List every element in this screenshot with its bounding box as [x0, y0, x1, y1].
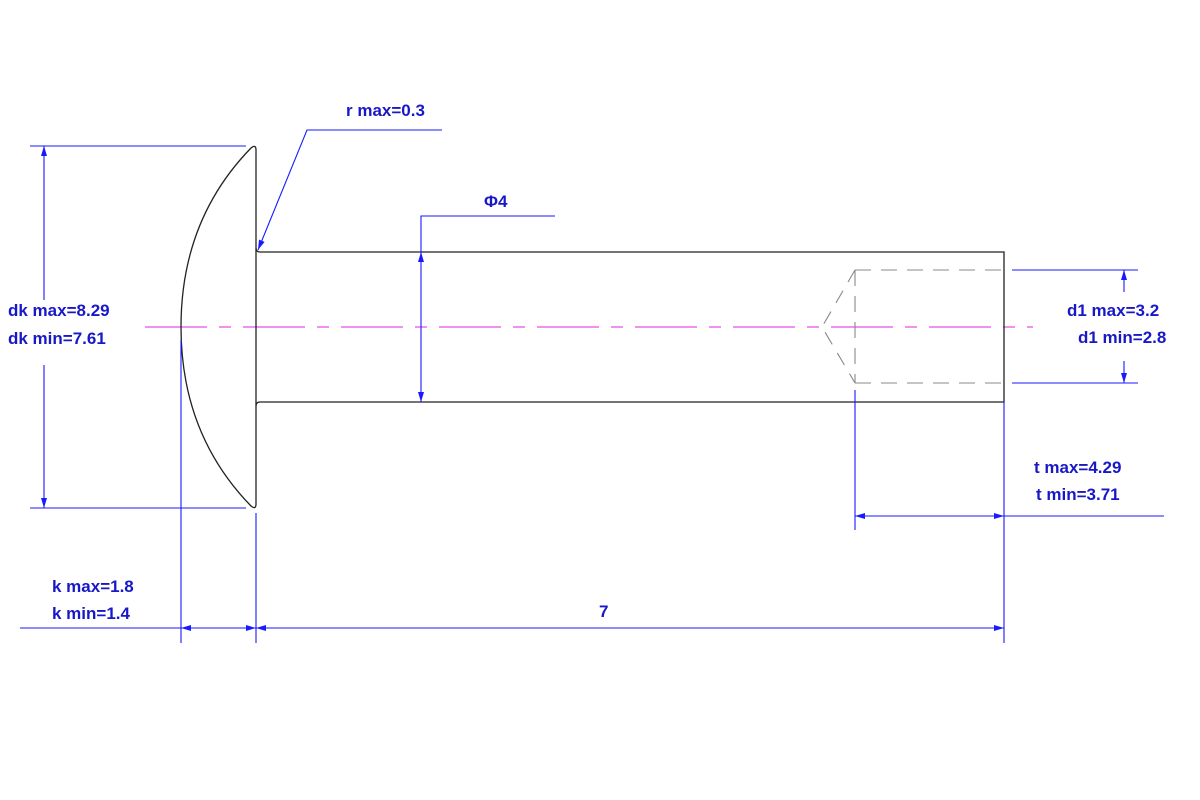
dk-min-label: dk min=7.61: [8, 329, 106, 348]
diameter-dimension: Φ4: [418, 192, 555, 402]
d1-dimension: d1 max=3.2 d1 min=2.8: [1012, 269, 1166, 384]
rivet-shank: [255, 247, 1005, 407]
d1-min-label: d1 min=2.8: [1078, 328, 1166, 347]
r-label: r max=0.3: [346, 101, 425, 120]
hidden-hole: [821, 269, 1004, 384]
k-min-label: k min=1.4: [52, 604, 131, 623]
t-min-label: t min=3.71: [1036, 485, 1120, 504]
rivet-head: [180, 145, 257, 509]
t-dimension: t max=4.29 t min=3.71: [854, 390, 1164, 643]
rivet-outline: [180, 145, 1005, 509]
k-dimension: k max=1.8 k min=1.4: [20, 340, 257, 643]
length-dimension: 7: [256, 602, 1004, 631]
length-label: 7: [599, 602, 608, 621]
k-max-label: k max=1.8: [52, 577, 134, 596]
t-max-label: t max=4.29: [1034, 458, 1121, 477]
d1-max-label: d1 max=3.2: [1067, 301, 1159, 320]
r-leader: r max=0.3: [257, 101, 442, 251]
dk-max-label: dk max=8.29: [8, 301, 110, 320]
diameter-label: Φ4: [484, 192, 508, 211]
dk-dimension: dk max=8.29 dk min=7.61: [8, 145, 246, 509]
